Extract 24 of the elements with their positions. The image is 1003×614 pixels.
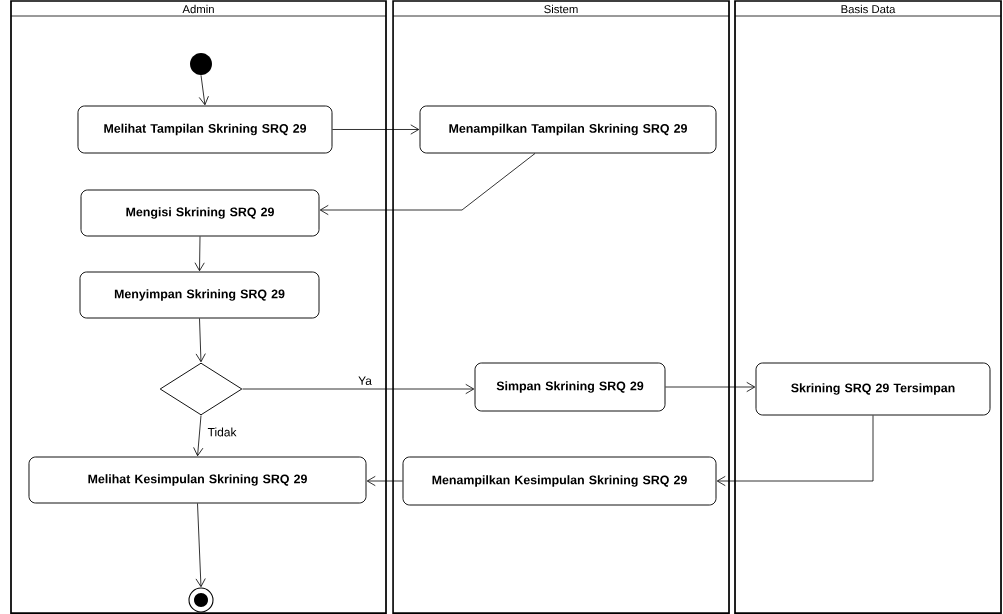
arrow	[332, 124, 420, 135]
arrow	[198, 74, 209, 106]
arrow	[319, 153, 536, 216]
arrow	[716, 415, 874, 487]
decision-diamond	[159, 362, 243, 416]
action-box: Menyimpan Skrining SRQ 29	[79, 271, 320, 319]
arrow	[242, 383, 475, 395]
arrow	[195, 503, 206, 588]
arrow	[665, 381, 756, 393]
edge-label: Tidak	[206, 426, 238, 438]
action-box: Simpan Skrining SRQ 29	[474, 362, 666, 412]
action-box: Mengisi Skrining SRQ 29	[80, 189, 320, 237]
action-box: Menampilkan Tampilan Skrining SRQ 29	[419, 105, 717, 154]
arrow	[195, 318, 206, 363]
action-box: Skrining SRQ 29 Tersimpan	[755, 362, 991, 416]
action-box: Melihat Tampilan Skrining SRQ 29	[77, 105, 333, 154]
start-node	[190, 53, 212, 75]
action-box: Melihat Kesimpulan Skrining SRQ 29	[28, 456, 367, 504]
arrow	[193, 415, 204, 457]
arrow	[194, 236, 205, 272]
edge-label: Ya	[356, 375, 374, 387]
arrow	[366, 475, 403, 487]
end-node	[188, 587, 214, 613]
action-box: Menampilkan Kesimpulan Skrining SRQ 29	[402, 456, 717, 506]
